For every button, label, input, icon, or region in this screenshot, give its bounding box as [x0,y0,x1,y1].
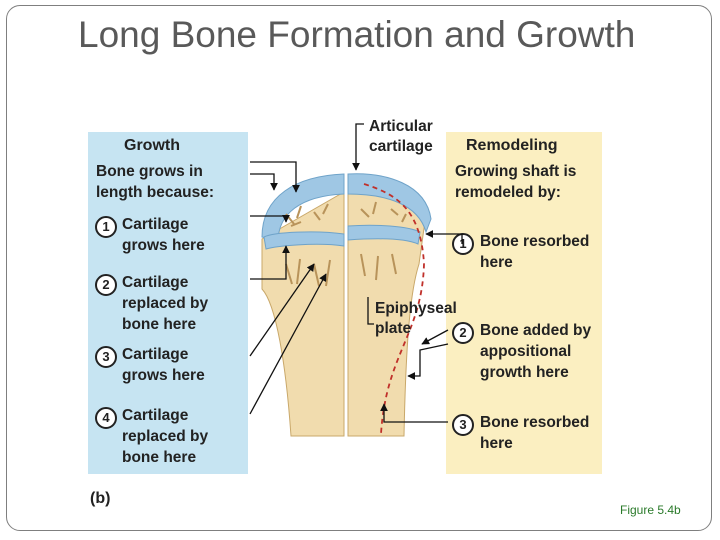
growth-lead: Bone grows in length because: [96,163,214,201]
remodeling-heading: Remodeling [466,137,558,154]
remodel-step-1-number: 1 [452,233,474,255]
growth-step-2-text: Cartilage replaced by bone here [122,274,209,333]
growth-step-1-number: 1 [95,216,117,238]
remodel-step-3-number: 3 [452,414,474,436]
young-bone-half [261,173,345,437]
growth-step-4-text: Cartilage replaced by bone here [122,407,209,466]
epiphyseal-plate-label: Epiphyseal plate [375,300,457,337]
growth-step-1-text: Cartilage grows here [122,216,205,254]
growth-step-3-text: Cartilage grows here [122,346,205,384]
remodel-step-2-text: Bone added by appositional growth here [480,322,592,381]
remodel-step-2-number: 2 [452,322,474,344]
remodel-step-1-text: Bone resorbed here [480,233,590,271]
remodel-leader-lines [352,123,463,423]
remodel-step-3-text: Bone resorbed here [480,414,590,452]
figure-letter: (b) [90,490,111,507]
growth-leader-lines [249,161,327,415]
growth-step-4-number: 4 [95,407,117,429]
slide-title: Long Bone Formation and Growth [78,14,636,55]
articular-cartilage-label: Articular cartilage [369,118,433,155]
bone-figure: Growth Bone grows in length because: 1 C… [86,114,606,514]
slide-frame [6,5,712,531]
growth-heading: Growth [124,137,180,154]
figure-caption: Figure 5.4b [620,503,681,517]
growth-step-3-number: 3 [95,346,117,368]
bone-illustration [249,123,463,438]
growth-panel: Growth Bone grows in length because: 1 C… [88,132,248,474]
mature-bone-half [347,173,432,437]
remodeling-panel: Remodeling Growing shaft is remodeled by… [446,132,602,474]
remodeling-lead: Growing shaft is remodeled by: [455,163,577,201]
growth-step-2-number: 2 [95,274,117,296]
